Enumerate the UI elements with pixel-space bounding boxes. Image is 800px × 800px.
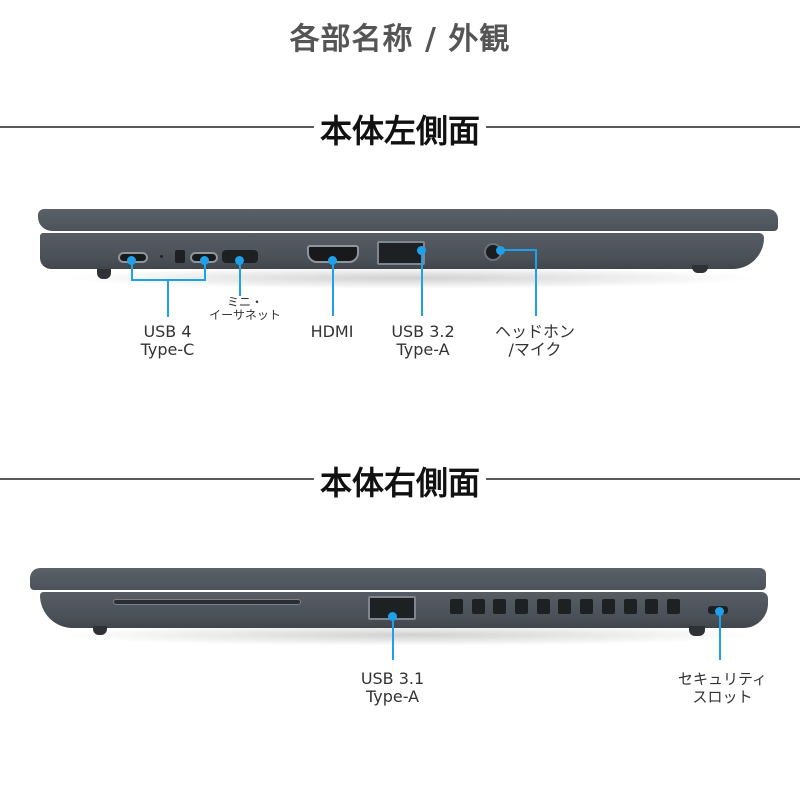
vent-slot (666, 599, 680, 614)
vent-slot (623, 599, 637, 614)
status-led (160, 255, 163, 258)
section-heading-left-side: 本体左側面 (0, 106, 800, 152)
label-line: ミニ・ (226, 295, 263, 309)
label-usb4-type-c: USB 4 Type-C (110, 323, 225, 359)
label-hdmi: HDMI (290, 323, 374, 341)
callout-dot-usb4-a (127, 256, 136, 265)
callout-line (239, 262, 241, 296)
callout-dot-security (715, 607, 724, 616)
callout-line (535, 249, 537, 316)
callout-line (332, 262, 334, 316)
laptop-right-side-image (0, 560, 800, 650)
label-line: Type-C (140, 340, 195, 359)
vent-slot (536, 599, 550, 614)
callout-dot-hdmi (328, 256, 337, 265)
laptop-shadow (60, 267, 760, 289)
cooling-vent (450, 599, 680, 614)
callout-dot-usb32 (417, 246, 426, 255)
section-heading-right-side: 本体右側面 (0, 458, 800, 504)
vent-slot (558, 599, 572, 614)
label-security-slot: セキュリティ スロット (660, 670, 785, 706)
laptop-shadow (60, 624, 760, 646)
vent-slot (450, 599, 463, 614)
laptop-foot (692, 265, 708, 273)
usb-a-port (368, 596, 416, 620)
vent-slot (601, 599, 615, 614)
callout-line (392, 618, 394, 660)
label-usb32-type-a: USB 3.2 Type-A (368, 323, 478, 359)
label-line: ヘッドホン (494, 322, 575, 341)
callout-dot-usb31 (388, 612, 397, 621)
laptop-foot (689, 626, 705, 636)
vent-slot (515, 599, 529, 614)
port-bracket (175, 250, 185, 263)
label-usb31-type-a: USB 3.1 Type-A (335, 670, 450, 706)
laptop-foot (93, 626, 107, 635)
callout-line (131, 262, 133, 280)
label-line: Type-A (365, 687, 420, 706)
callout-dot-ethernet (235, 256, 244, 265)
smartcard-slot (113, 599, 301, 605)
label-line: USB 3.1 (360, 669, 425, 688)
vent-slot (471, 599, 485, 614)
callout-line (421, 252, 423, 316)
label-line: スロット (692, 688, 753, 706)
label-line: イーサネット (209, 308, 281, 322)
laptop-lid (38, 209, 778, 231)
label-line: USB 4 (143, 322, 192, 341)
label-line: Type-A (396, 340, 450, 359)
label-mini-ethernet: ミニ・ イーサネット (195, 296, 295, 322)
section-title-left-side: 本体左側面 (313, 112, 486, 150)
vent-slot (493, 599, 507, 614)
section-title-right-side: 本体右側面 (313, 464, 486, 502)
label-line: HDMI (310, 322, 354, 341)
vent-slot (580, 599, 594, 614)
callout-dot-usb4-b (200, 256, 209, 265)
callout-line (204, 262, 206, 280)
label-line: USB 3.2 (391, 322, 455, 341)
laptop-left-side-image (0, 195, 800, 295)
label-headphone-mic: ヘッドホン /マイク (480, 323, 590, 359)
label-line: /マイク (508, 340, 562, 359)
label-line: セキュリティ (677, 670, 768, 688)
laptop-lid (30, 568, 766, 590)
laptop-foot (97, 269, 111, 279)
vent-slot (645, 599, 659, 614)
page-title: 各部名称 / 外観 (289, 22, 511, 57)
callout-line (500, 249, 536, 251)
callout-line (167, 279, 169, 317)
callout-line (719, 613, 721, 660)
